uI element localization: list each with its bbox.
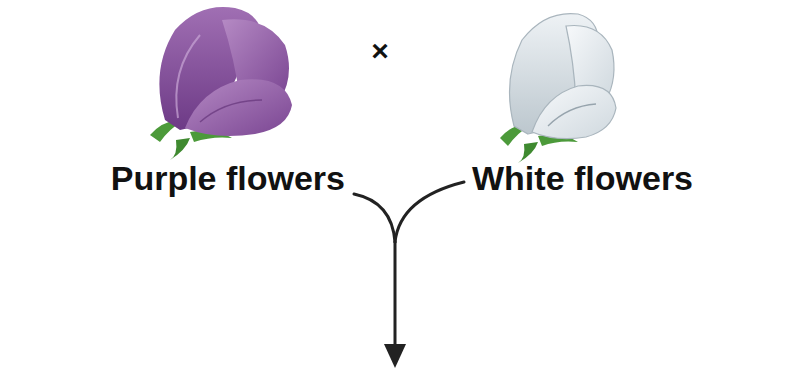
arrow-head	[384, 344, 406, 368]
parent-label: White flowers	[472, 160, 693, 197]
parent-label: Purple flowers	[111, 160, 345, 197]
petal-fold	[200, 100, 262, 122]
petal	[185, 79, 292, 136]
purple-flower	[150, 7, 292, 160]
merge-arrow	[354, 182, 464, 368]
petal	[532, 85, 616, 138]
white-flower	[500, 14, 616, 163]
merge-line	[354, 194, 395, 242]
arrow-shaft	[394, 242, 397, 350]
cross-symbol: ×	[371, 34, 389, 67]
merge-line	[395, 182, 464, 242]
sepal	[170, 138, 190, 160]
petal-fold	[548, 104, 596, 126]
petal-highlight	[176, 35, 200, 118]
